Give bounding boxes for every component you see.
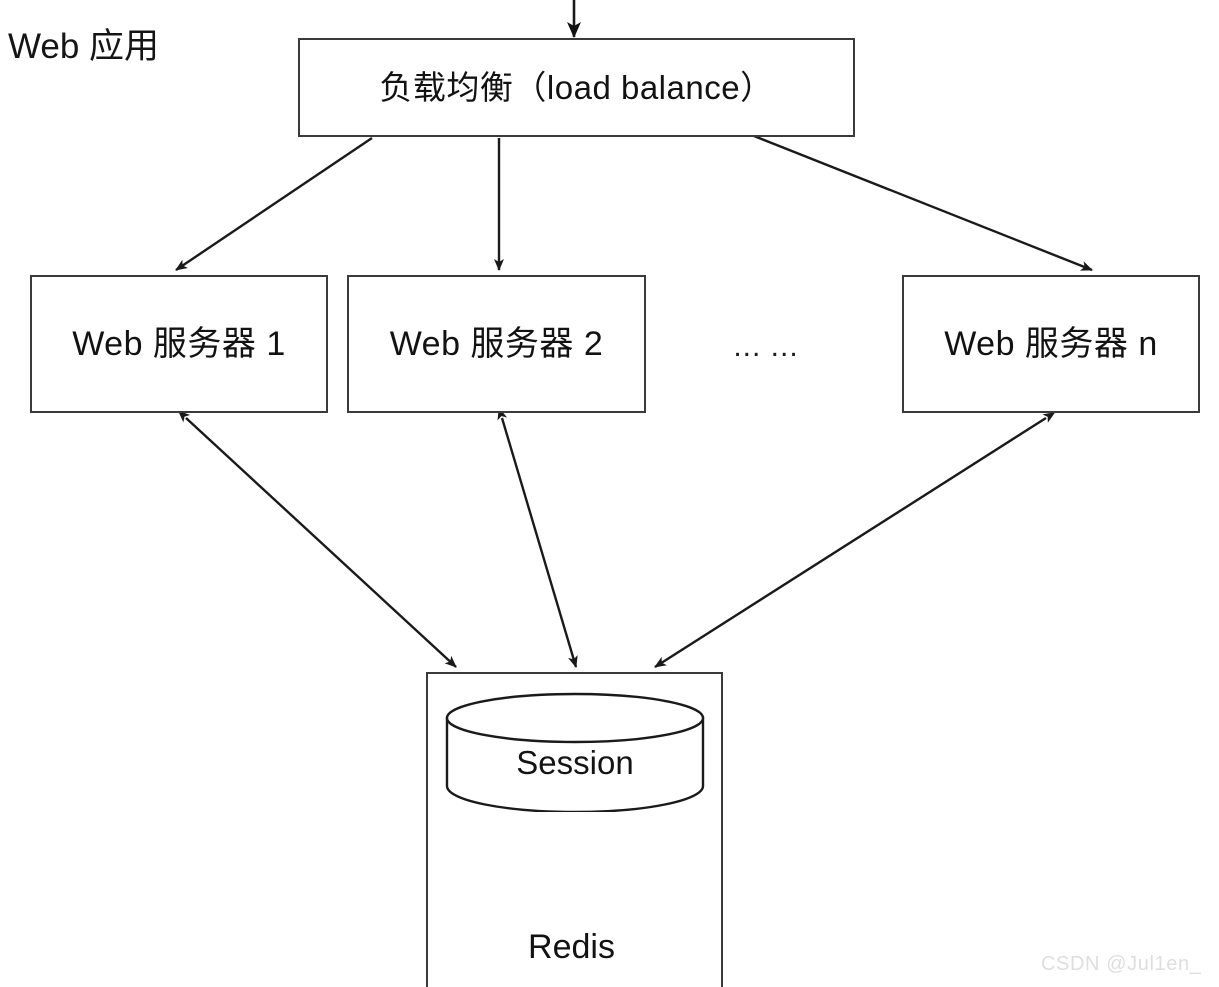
arrow-web-server-n-to-redis (654, 412, 1056, 669)
watermark: CSDN @Jul1en_ (1041, 953, 1202, 975)
node-web-server-1-label: Web 服务器 1 (72, 325, 286, 363)
node-load-balancer[interactable]: 负载均衡（load balance） (298, 38, 855, 137)
node-web-server-2[interactable]: Web 服务器 2 (347, 275, 646, 413)
arrow-load-balancer-to-web-server-n (753, 134, 1093, 272)
node-redis-label: Redis (528, 928, 615, 966)
node-web-server-1[interactable]: Web 服务器 1 (30, 275, 328, 413)
node-web-server-n[interactable]: Web 服务器 n (902, 275, 1200, 413)
arrow-load-balancer-to-web-server-1 (175, 137, 373, 271)
diagram-title: Web 应用 (8, 27, 160, 66)
node-load-balancer-label: 负载均衡（load balance） (379, 69, 774, 106)
ellipsis-label: ... ... (733, 330, 799, 363)
arrow-web-server-2-to-redis (497, 407, 578, 668)
session-cylinder-icon (445, 692, 705, 812)
node-session-label: Session (516, 744, 634, 781)
node-web-server-n-label: Web 服务器 n (944, 325, 1158, 363)
arrow-web-server-1-to-redis (177, 410, 457, 668)
node-web-server-2-label: Web 服务器 2 (389, 325, 604, 363)
